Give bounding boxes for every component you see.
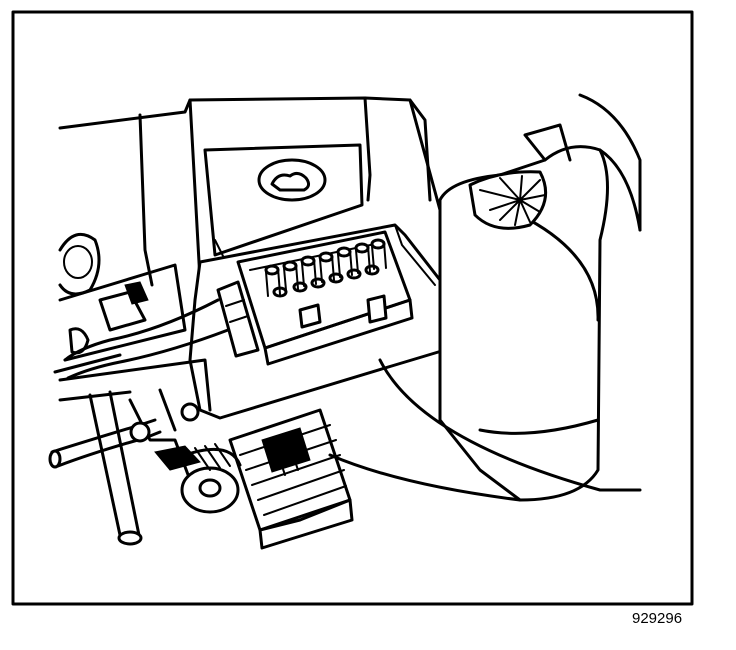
figure-frame xyxy=(11,10,694,606)
left-dash-components xyxy=(58,232,212,412)
blower-motor-resistor xyxy=(228,408,354,550)
electrical-connector xyxy=(216,230,414,366)
heater-housing xyxy=(328,93,642,502)
figure-number: 929296 xyxy=(632,610,683,627)
blower-wheel xyxy=(468,170,548,230)
connector-terminals xyxy=(264,238,388,329)
round-actuator xyxy=(154,443,242,514)
panel-oval-opening xyxy=(257,158,327,202)
